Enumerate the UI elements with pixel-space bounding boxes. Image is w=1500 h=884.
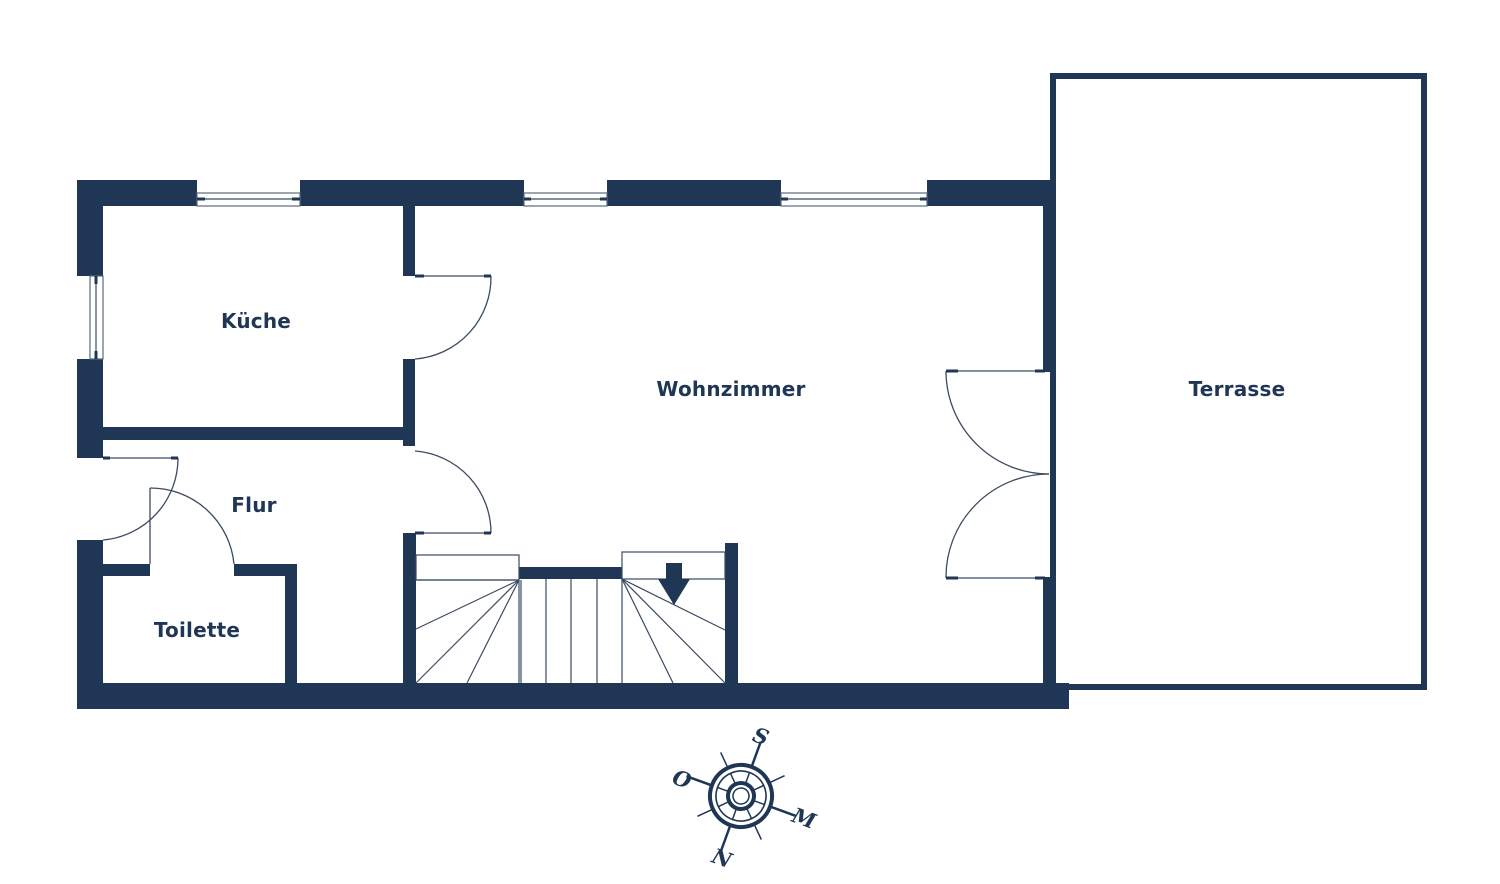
door-toilet — [149, 487, 235, 565]
wall-kitchen-living-2 — [403, 359, 415, 446]
room-label-wohnzimmer: Wohnzimmer — [656, 377, 806, 401]
room-label-kueche: Küche — [220, 309, 292, 333]
wall-stair-landing — [519, 567, 622, 579]
wall-left-3 — [77, 540, 103, 708]
door-entrance — [102, 456, 179, 541]
doors — [102, 274, 1050, 580]
door-terrace-double — [945, 369, 1050, 580]
wall-toilet-top-2 — [234, 564, 297, 576]
terrace-outline — [1050, 73, 1427, 690]
windows — [89, 192, 928, 360]
wall-kitchen-living-1 — [403, 204, 415, 276]
wall-top-3 — [607, 180, 781, 206]
wall-stair-right — [725, 543, 738, 685]
window-kitchen-top — [196, 192, 301, 207]
room-label-toilette: Toilette — [153, 618, 241, 642]
wall-top-4 — [927, 180, 1051, 206]
compass-rose-icon — [686, 741, 796, 851]
walls — [77, 180, 1069, 709]
wall-bottom — [77, 683, 1069, 709]
wall-hall-stairs — [403, 533, 416, 685]
room-label-flur: Flur — [231, 493, 277, 517]
wall-top-2 — [300, 180, 524, 206]
room-label-terrasse: Terrasse — [1188, 377, 1286, 401]
wall-toilet-top-1 — [101, 564, 150, 576]
staircase — [415, 551, 726, 684]
door-kitchen — [414, 274, 492, 360]
wall-kitchen-hall — [101, 427, 415, 440]
door-hall-living — [414, 450, 492, 535]
window-living-top-2 — [780, 192, 928, 207]
window-kitchen-left — [89, 275, 104, 360]
wall-left-1 — [77, 180, 103, 276]
arrow-down-icon — [658, 563, 690, 605]
wall-toilet-right — [285, 564, 297, 685]
window-living-top-1 — [523, 192, 608, 207]
wall-left-2 — [77, 359, 103, 458]
